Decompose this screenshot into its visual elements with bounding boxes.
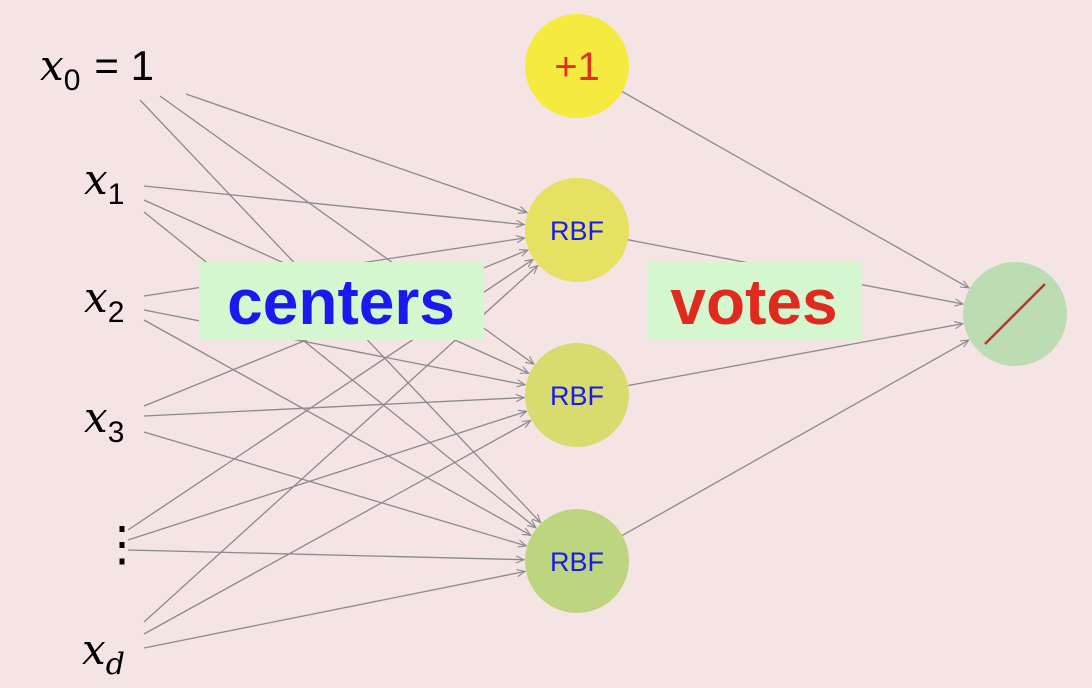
votes-label: votes bbox=[647, 262, 862, 340]
centers-label-box bbox=[199, 262, 484, 340]
edge-rbf-to-output bbox=[621, 340, 969, 537]
edge-input-to-rbf bbox=[127, 411, 527, 541]
bias-node: +1 bbox=[525, 14, 629, 118]
input-label-x1: x1 bbox=[84, 155, 124, 211]
edge-input-to-rbf bbox=[127, 549, 524, 560]
input-label-vdots: ⋮ bbox=[98, 518, 146, 571]
rbf-node-1: RBF bbox=[525, 178, 629, 282]
output-node bbox=[963, 262, 1067, 366]
rbf-node-circle bbox=[525, 509, 629, 613]
edge-input-to-rbf bbox=[143, 431, 526, 546]
edge-bias-to-output bbox=[621, 91, 969, 288]
edge-input-to-rbf bbox=[185, 93, 527, 213]
bias-node-circle bbox=[525, 14, 629, 118]
rbf-node-circle bbox=[525, 178, 629, 282]
bias-node-label: +1 bbox=[554, 45, 600, 89]
rbf-node-label: RBF bbox=[550, 216, 604, 246]
rbf-node-2: RBF bbox=[525, 343, 629, 447]
edge-input-to-rbf bbox=[143, 421, 531, 635]
votes-label-text: votes bbox=[670, 266, 837, 338]
input-label-xd: xd bbox=[82, 625, 125, 682]
rbf-node-label: RBF bbox=[550, 381, 604, 411]
centers-label: centers bbox=[199, 262, 484, 340]
linear-activation-icon bbox=[984, 283, 1046, 345]
rbf-node-circle bbox=[525, 343, 629, 447]
edge-input-to-rbf bbox=[143, 398, 524, 417]
input-label-x0: x0= 1 bbox=[40, 41, 154, 97]
edge-input-to-rbf bbox=[143, 319, 531, 535]
input-label-x3: x3 bbox=[84, 393, 124, 449]
input-labels: x0= 1 x1 x2 x3 ⋮ xd bbox=[40, 41, 154, 682]
edge-input-to-rbf bbox=[143, 185, 524, 225]
edge-input-to-rbf bbox=[143, 571, 525, 649]
rbf-node-3: RBF bbox=[525, 509, 629, 613]
rbf-node-label: RBF bbox=[550, 547, 604, 577]
edge-rbf-to-output bbox=[628, 324, 963, 387]
votes-label-box bbox=[647, 262, 862, 340]
centers-label-text: centers bbox=[227, 266, 455, 338]
input-label-x2: x2 bbox=[84, 273, 124, 329]
